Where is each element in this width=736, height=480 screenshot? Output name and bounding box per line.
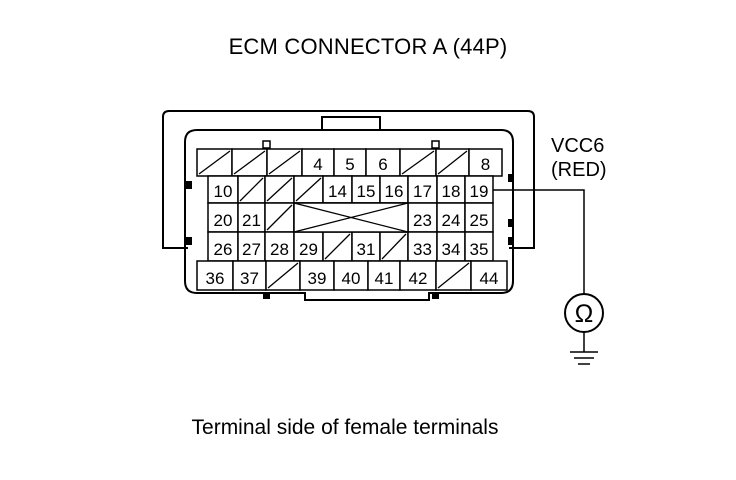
terminal-number: 8 [481, 155, 490, 174]
diagram-caption: Terminal side of female terminals [191, 416, 499, 439]
wire-label-color: (RED) [551, 159, 607, 181]
terminal-number: 36 [206, 269, 225, 288]
unused-terminal-slash [381, 233, 407, 260]
terminal-number: 41 [375, 269, 394, 288]
terminal-cell [399, 260, 437, 291]
terminal-grid: 4 5 6 8 10 14 15 16 17 18 19 20 21 23 24 25 26 27 28 29 31 33… [196, 148, 508, 291]
terminal-number: 29 [299, 240, 318, 259]
terminal-number: 21 [242, 211, 261, 230]
terminal-number: 40 [342, 269, 361, 288]
terminal-number: 35 [470, 240, 489, 259]
unused-terminal-slash [324, 233, 351, 260]
terminal-number: 42 [409, 269, 428, 288]
terminal-number: 25 [470, 211, 489, 230]
unused-terminal-slash [268, 150, 301, 175]
terminal-number: 24 [442, 211, 461, 230]
terminal-number: 4 [313, 155, 322, 174]
terminal-number: 18 [442, 182, 461, 201]
unused-terminal-slash [233, 150, 266, 175]
unused-terminal-slash [437, 150, 468, 175]
test-lead-wire [493, 189, 585, 294]
terminal-number: 16 [385, 182, 404, 201]
unused-terminal-slash [266, 204, 293, 231]
terminal-number: 27 [242, 240, 261, 259]
terminal-number: 26 [214, 240, 233, 259]
ground-icon [570, 351, 598, 365]
terminal-number: 6 [378, 155, 387, 174]
terminal-number: 23 [413, 211, 432, 230]
unused-terminal-slash [267, 262, 299, 289]
terminal-number: 39 [308, 269, 327, 288]
ohm-symbol: Ω [575, 300, 594, 328]
terminal-number: 37 [240, 269, 259, 288]
terminal-number: 15 [357, 182, 376, 201]
terminal-number: 34 [442, 240, 461, 259]
terminal-number: 20 [214, 211, 233, 230]
terminal-number: 10 [214, 182, 233, 201]
terminal-cell [196, 260, 234, 291]
terminal-number: 14 [328, 182, 347, 201]
terminal-number: 31 [357, 240, 376, 259]
terminal-cell [333, 260, 369, 291]
connector-latch [321, 116, 381, 130]
unused-terminal-slash [295, 177, 322, 202]
locating-tabs [186, 140, 514, 299]
diagram-title: ECM CONNECTOR A (44P) [228, 34, 508, 59]
unused-terminal-slash [198, 150, 231, 175]
terminal-cell [232, 260, 267, 291]
unused-terminal-slash [401, 150, 435, 175]
terminal-cell [299, 260, 335, 291]
connector-housing [184, 129, 514, 301]
terminal-number: 28 [270, 240, 289, 259]
terminal-number: 5 [345, 155, 354, 174]
wire-label-name: VCC6 [551, 135, 605, 157]
blank-cross-line [293, 202, 409, 233]
terminal-cell [351, 231, 381, 262]
terminal-cell [470, 260, 508, 291]
terminal-number: 44 [480, 269, 499, 288]
unused-terminal-slash [266, 177, 293, 202]
terminal-number: 17 [413, 182, 432, 201]
terminal-cell [379, 175, 409, 204]
terminal-number: 33 [413, 240, 432, 259]
connector-outer-shroud [162, 110, 535, 249]
unused-terminal-slash [437, 262, 470, 289]
terminal-cell [436, 175, 466, 204]
unused-terminal-slash [239, 177, 264, 202]
terminal-number: 19 [470, 182, 489, 201]
terminal-cell [468, 148, 503, 177]
terminal-cell [333, 148, 367, 177]
